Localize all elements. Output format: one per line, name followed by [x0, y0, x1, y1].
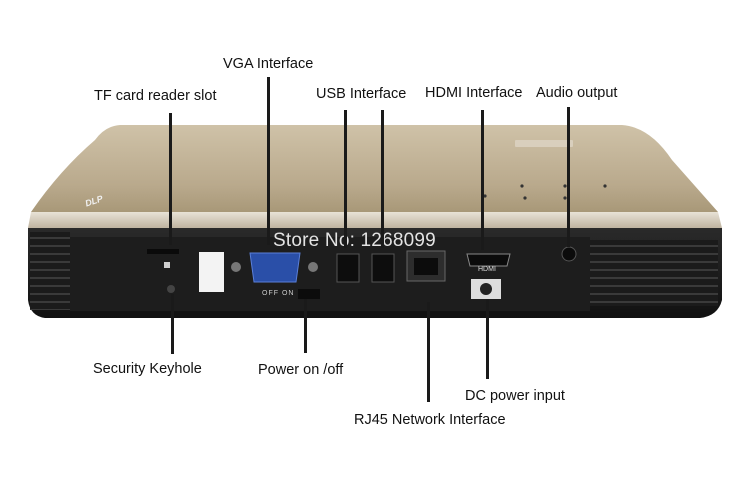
vga-port — [249, 252, 301, 283]
usb-port-1 — [336, 253, 360, 283]
label-tf-card-slot: TF card reader slot — [94, 88, 217, 104]
callout-line-hdmi — [481, 110, 484, 250]
store-watermark: Store No: 1268099 — [273, 230, 436, 251]
tf-slot — [147, 249, 179, 254]
hdmi-port — [466, 253, 511, 267]
label-usb-interface: USB Interface — [316, 86, 407, 102]
audio-jack — [561, 246, 577, 262]
power-switch — [298, 289, 320, 299]
top-rim — [28, 212, 722, 228]
keyhole — [167, 285, 175, 293]
label-audio-output: Audio output — [536, 85, 618, 101]
callout-line-dc — [486, 299, 489, 379]
callout-line-power — [304, 299, 307, 353]
label-dc-power-input: DC power input — [465, 388, 565, 404]
left-vent — [30, 232, 70, 310]
callout-line-keyhole — [171, 294, 174, 354]
callout-line-usb2 — [381, 110, 384, 248]
label-power-on-off: Power on /off — [258, 362, 344, 378]
callout-line-audio — [567, 107, 570, 247]
right-vent — [590, 240, 718, 306]
top-shell — [31, 125, 718, 212]
hdmi-port-label: HDMI — [478, 266, 496, 273]
callout-line-vga — [267, 77, 270, 245]
callout-line-rj45 — [427, 302, 430, 402]
power-switch-label: OFF ON — [262, 290, 295, 297]
callout-line-usb1 — [344, 110, 347, 248]
top-plate — [515, 140, 573, 147]
label-hdmi-interface: HDMI Interface — [425, 85, 523, 101]
label-rj45-network: RJ45 Network Interface — [354, 412, 506, 428]
label-vga-interface: VGA Interface — [223, 56, 314, 72]
callout-line-tf — [169, 113, 172, 245]
usb-port-2 — [371, 253, 395, 283]
label-sticker — [199, 252, 224, 292]
label-security-keyhole: Security Keyhole — [93, 361, 202, 377]
